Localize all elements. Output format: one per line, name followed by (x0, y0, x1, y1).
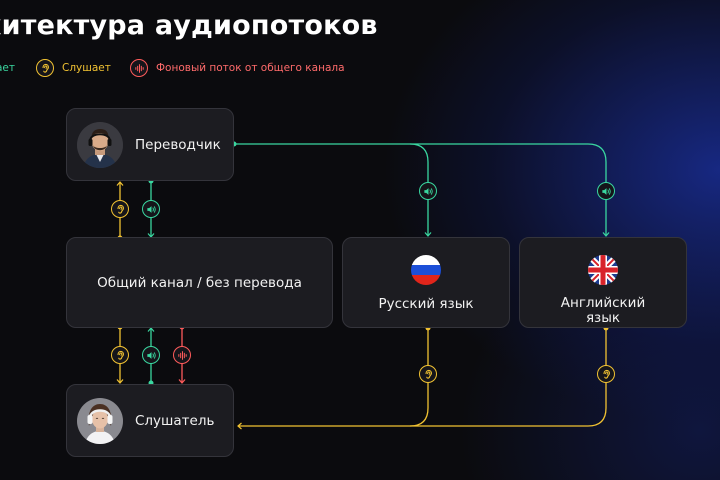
english-language-node: Английский язык (519, 237, 687, 328)
russian-language-node: Русский язык (342, 237, 510, 328)
common-channel-node: Общий канал / без перевода (66, 237, 333, 328)
ear-icon (111, 200, 129, 218)
listener-node: Слушатель (66, 384, 234, 457)
listener-label: Слушатель (135, 413, 214, 429)
russian-flag-icon (411, 255, 441, 285)
english-language-label-line1: Английский (520, 296, 686, 311)
speaker-icon (419, 182, 437, 200)
translator-node: Переводчик (66, 108, 234, 181)
ear-icon (111, 346, 129, 364)
listener-avatar (77, 398, 123, 444)
speaker-icon (597, 182, 615, 200)
speaker-icon (142, 200, 160, 218)
russian-language-label: Русский язык (343, 296, 509, 312)
english-language-label: Английский язык (520, 296, 686, 326)
speaker-icon (142, 346, 160, 364)
translator-avatar (77, 122, 123, 168)
common-channel-label: Общий канал / без перевода (67, 275, 332, 291)
ear-icon (419, 365, 437, 383)
translator-label: Переводчик (135, 137, 221, 153)
english-language-label-line2: язык (520, 311, 686, 326)
uk-flag-icon (588, 255, 618, 285)
audio-wave-icon (173, 346, 191, 364)
ear-icon (597, 365, 615, 383)
